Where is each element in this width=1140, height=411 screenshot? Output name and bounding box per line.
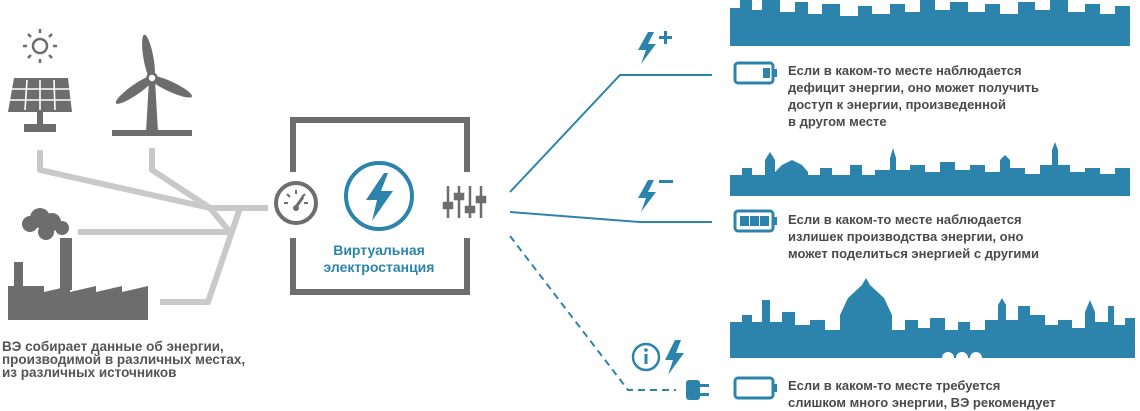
source-connector-lines — [37, 148, 268, 305]
city-skyline-3 — [730, 278, 1135, 364]
plug-icon — [686, 380, 709, 400]
deficit-message: Если в каком-то месте наблюдается дефици… — [788, 63, 1039, 129]
sun-icon — [23, 29, 57, 63]
surplus-message: Если в каком-то месте наблюдается излише… — [788, 212, 1039, 261]
output-connector-lines — [509, 74, 712, 391]
solar-panel-icon — [8, 78, 72, 132]
wind-turbine-icon — [112, 34, 192, 136]
lightning-minus-icon — [638, 180, 673, 212]
center-label: Виртуальная электростанция — [323, 242, 435, 275]
gauge-icon — [274, 181, 318, 225]
lightning-icon — [344, 161, 414, 231]
battery-icon — [733, 376, 777, 400]
info-icon — [631, 340, 684, 375]
battery-icon — [733, 209, 777, 233]
city-skyline-1 — [730, 0, 1130, 46]
city-skyline-2 — [730, 142, 1130, 196]
lightning-plus-icon — [638, 31, 672, 64]
left-caption: ВЭ собирает данные об энергии, производи… — [2, 339, 246, 380]
high-demand-message: Если в каком-то месте требуется слишком … — [788, 378, 1056, 410]
battery-icon — [733, 61, 777, 85]
virtual-power-plant-diagram — [8, 0, 1135, 400]
factory-icon — [8, 208, 148, 320]
virtual-power-plant-frame — [290, 117, 470, 295]
sliders-icon — [442, 186, 487, 218]
